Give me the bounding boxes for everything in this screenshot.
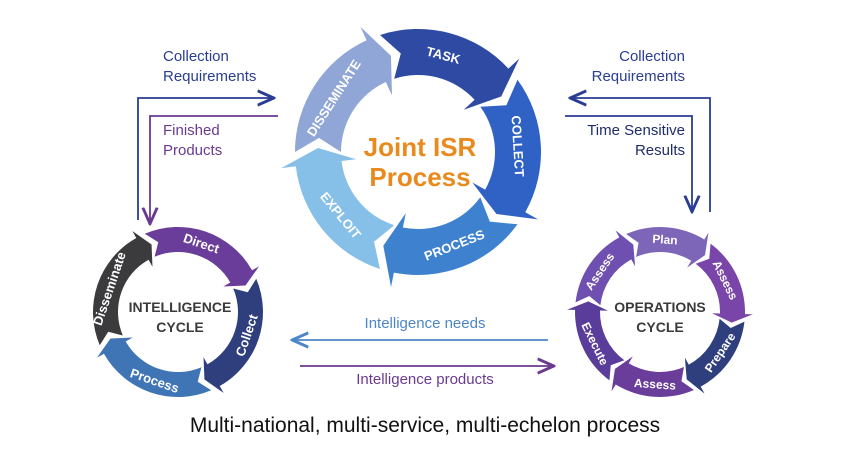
isr-ring-label-2: COLLECT [509, 115, 528, 177]
left-collection-line1: Collection [163, 48, 229, 65]
footer-caption: Multi-national, multi-service, multi-ech… [189, 414, 661, 437]
intel-products-label: Intelligence products [356, 371, 494, 388]
operations-cycle-title-line2: CYCLE [636, 319, 684, 335]
operations-cycle-title-line1: OPERATIONS [614, 299, 706, 315]
isr-ring-segment-3 [383, 197, 518, 288]
left-collection-line2: Requirements [163, 68, 257, 85]
isr-ring-segment-2 [472, 79, 541, 220]
intel-ring-segment-2 [203, 278, 264, 394]
right-collection-arrow [572, 98, 711, 212]
isr-ring-segment-1 [379, 29, 520, 110]
ops-ring-segment-3 [684, 318, 745, 394]
right-time-label: Time Sensitive Results [545, 121, 685, 161]
intel-ring-segment-4 [92, 230, 153, 346]
right-collection-label: Collection Requirements [560, 47, 685, 87]
left-finished-line2: Products [163, 142, 223, 159]
right-time-line1: Time Sensitive [587, 122, 685, 139]
intel-needs-label: Intelligence needs [364, 315, 486, 332]
intelligence-cycle-title-line1: INTELLIGENCE [128, 299, 232, 315]
right-time-arrow [565, 115, 692, 210]
intel-ring-segment-3 [96, 337, 212, 397]
joint-isr-title-line1: Joint ISR [363, 132, 477, 162]
intelligence-cycle-title-line2: CYCLE [156, 319, 204, 335]
left-finished-label: Finished Products [163, 121, 273, 161]
ops-ring-segment-1 [626, 227, 709, 268]
ops-ring-label-1: Plan [652, 232, 678, 248]
ops-ring-segment-2 [695, 243, 753, 323]
joint-isr-title-line2: Process [369, 162, 471, 192]
joint-isr-title: Joint ISR Process [340, 132, 500, 192]
intelligence-cycle-title: INTELLIGENCE CYCLE [110, 297, 250, 337]
operations-cycle-title: OPERATIONS CYCLE [595, 297, 725, 337]
left-collection-label: Collection Requirements [163, 47, 293, 87]
right-collection-line1: Collection [619, 48, 685, 65]
left-finished-arrow [150, 115, 278, 222]
right-time-line2: Results [634, 142, 685, 159]
isr-ring-segment-4 [281, 147, 395, 269]
ops-ring-segment-4 [611, 356, 694, 398]
ops-ring-segment-6 [575, 230, 636, 306]
left-finished-line1: Finished [163, 122, 220, 139]
intel-ring-segment-1 [144, 226, 260, 287]
ops-ring-segment-5 [567, 301, 625, 381]
right-collection-line2: Requirements [591, 68, 685, 85]
left-collection-arrow [137, 98, 272, 220]
isr-ring-segment-5 [295, 26, 392, 153]
ops-ring-label-4: Assess [634, 376, 677, 393]
